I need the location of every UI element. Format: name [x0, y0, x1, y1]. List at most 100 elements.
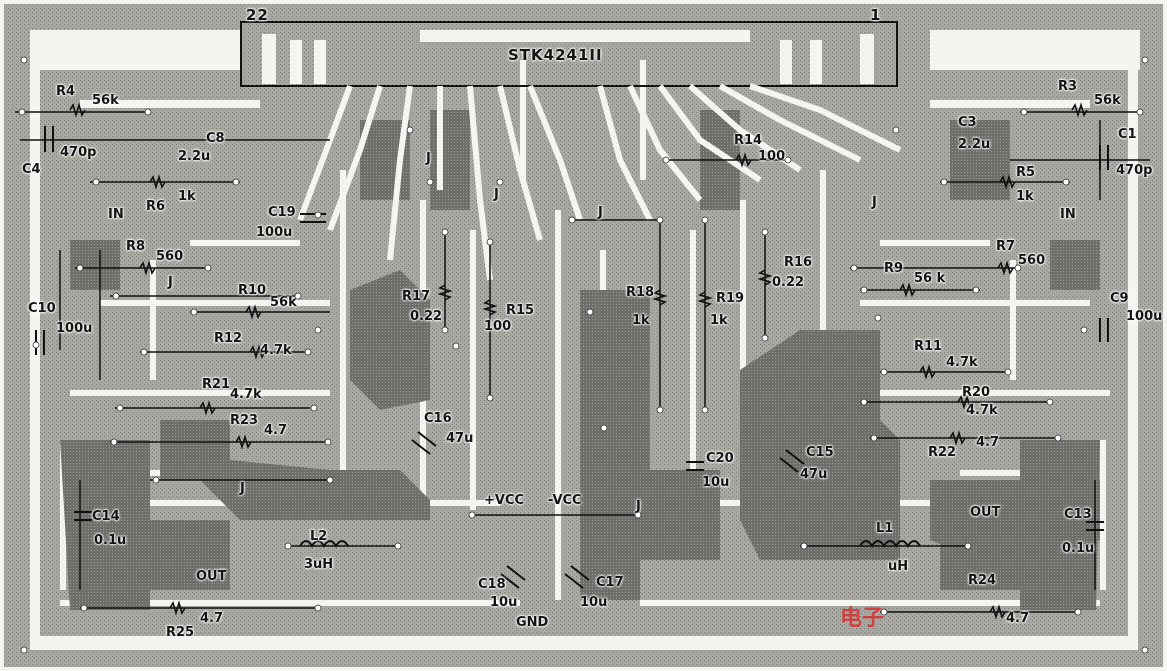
r11-label: R11 — [914, 339, 943, 354]
silkscreen-lines — [15, 111, 1150, 613]
jumper-label: J — [872, 195, 877, 210]
c14-value: 0.1u — [94, 533, 127, 548]
jumper-label: J — [598, 205, 603, 220]
neg-rail-label: -VCC — [548, 493, 582, 508]
c1-label: C1 — [1118, 127, 1137, 142]
c19-value: 100u — [256, 225, 293, 240]
pos-rail-label: +VCC — [484, 493, 525, 508]
c18-value: 10u — [490, 595, 518, 610]
r21-value: 4.7k — [230, 387, 262, 402]
r15-value: 100 — [484, 319, 512, 334]
r25-value: 4.7 — [200, 611, 224, 626]
c19-label: C19 — [268, 205, 296, 220]
output-left-label: OUT — [196, 569, 227, 584]
r16-label: R16 — [784, 255, 813, 270]
r23-value: 4.7 — [264, 423, 288, 438]
c17-label: C17 — [596, 575, 624, 590]
jumper-label: J — [168, 275, 173, 290]
c20-value: 10u — [702, 475, 730, 490]
r5-value: 1k — [1016, 189, 1034, 204]
gnd-label: GND — [516, 615, 549, 630]
jumper-label: J — [240, 481, 245, 496]
r6-value: 1k — [178, 189, 196, 204]
r9-label: R9 — [884, 261, 904, 276]
r9-value: 56 k — [914, 271, 946, 286]
r10-value: 56k — [270, 295, 297, 310]
c3-value: 2.2u — [958, 137, 991, 152]
r3-value: 56k — [1094, 93, 1121, 108]
r25-label: R25 — [166, 625, 195, 640]
r14-value: 100 — [758, 149, 786, 164]
l1-value: uH — [888, 559, 909, 574]
c10-label: C10 — [28, 301, 56, 316]
jumper-label: J — [426, 151, 431, 166]
r4-value: 56k — [92, 93, 119, 108]
c15-value: 47u — [800, 467, 828, 482]
r17-value: 0.22 — [410, 309, 443, 324]
jumper-label: J — [636, 499, 641, 514]
c20-label: C20 — [706, 451, 734, 466]
r12-label: R12 — [214, 331, 243, 346]
r20-value: 4.7k — [966, 403, 998, 418]
r21-label: R21 — [202, 377, 231, 392]
r23-label: R23 — [230, 413, 259, 428]
c3-label: C3 — [958, 115, 977, 130]
r20-label: R20 — [962, 385, 991, 400]
component-symbols — [35, 126, 1109, 589]
r24-value: 4.7 — [1006, 611, 1030, 626]
drill-holes — [18, 56, 1149, 654]
c9-value: 100u — [1126, 309, 1163, 324]
jumper-label: J — [494, 187, 499, 202]
r24-label: R24 — [968, 573, 997, 588]
r18-label: R18 — [626, 285, 655, 300]
c8-value: 2.2u — [178, 149, 211, 164]
r3-label: R3 — [1058, 79, 1078, 94]
c13-label: C13 — [1064, 507, 1092, 522]
l2-value: 3uH — [304, 557, 334, 572]
c1-value: 470p — [1116, 163, 1153, 178]
r8-value: 560 — [156, 249, 184, 264]
r22-label: R22 — [928, 445, 957, 460]
r14-label: R14 — [734, 133, 763, 148]
ic-pin22-label: 22 — [246, 6, 269, 24]
c13-value: 0.1u — [1062, 541, 1095, 556]
r4-label: R4 — [56, 84, 76, 99]
r5-label: R5 — [1016, 165, 1036, 180]
c4-label: C4 — [22, 162, 41, 177]
c15-label: C15 — [806, 445, 834, 460]
c16-value: 47u — [446, 431, 474, 446]
c4-value: 470p — [60, 145, 97, 160]
r15-label: R15 — [506, 303, 535, 318]
r22-value: 4.7 — [976, 435, 1000, 450]
ic-part-label: STK4241II — [508, 46, 603, 64]
ic-pin1-label: 1 — [870, 6, 882, 24]
r19-label: R19 — [716, 291, 745, 306]
r6-label: R6 — [146, 199, 166, 214]
resistor-symbols — [69, 102, 1088, 620]
c8-label: C8 — [206, 131, 225, 146]
input-right-label: IN — [1060, 207, 1076, 222]
c16-label: C16 — [424, 411, 452, 426]
r12-value: 4.7k — [260, 343, 292, 358]
l1-label: L1 — [876, 521, 894, 536]
l2-label: L2 — [310, 529, 328, 544]
r7-label: R7 — [996, 239, 1016, 254]
r17-label: R17 — [402, 289, 431, 304]
c9-label: C9 — [1110, 291, 1129, 306]
output-right-label: OUT — [970, 505, 1001, 520]
ic-footprint — [240, 21, 902, 281]
watermark: 电子 — [840, 606, 885, 631]
r18-value: 1k — [632, 313, 650, 328]
r11-value: 4.7k — [946, 355, 978, 370]
c14-label: C14 — [92, 509, 120, 524]
copper-pours — [60, 110, 1100, 610]
c17-value: 10u — [580, 595, 608, 610]
r19-value: 1k — [710, 313, 728, 328]
c10-value: 100u — [56, 321, 93, 336]
r7-value: 560 — [1018, 253, 1046, 268]
input-left-label: IN — [108, 207, 124, 222]
r8-label: R8 — [126, 239, 146, 254]
r16-value: 0.22 — [772, 275, 805, 290]
